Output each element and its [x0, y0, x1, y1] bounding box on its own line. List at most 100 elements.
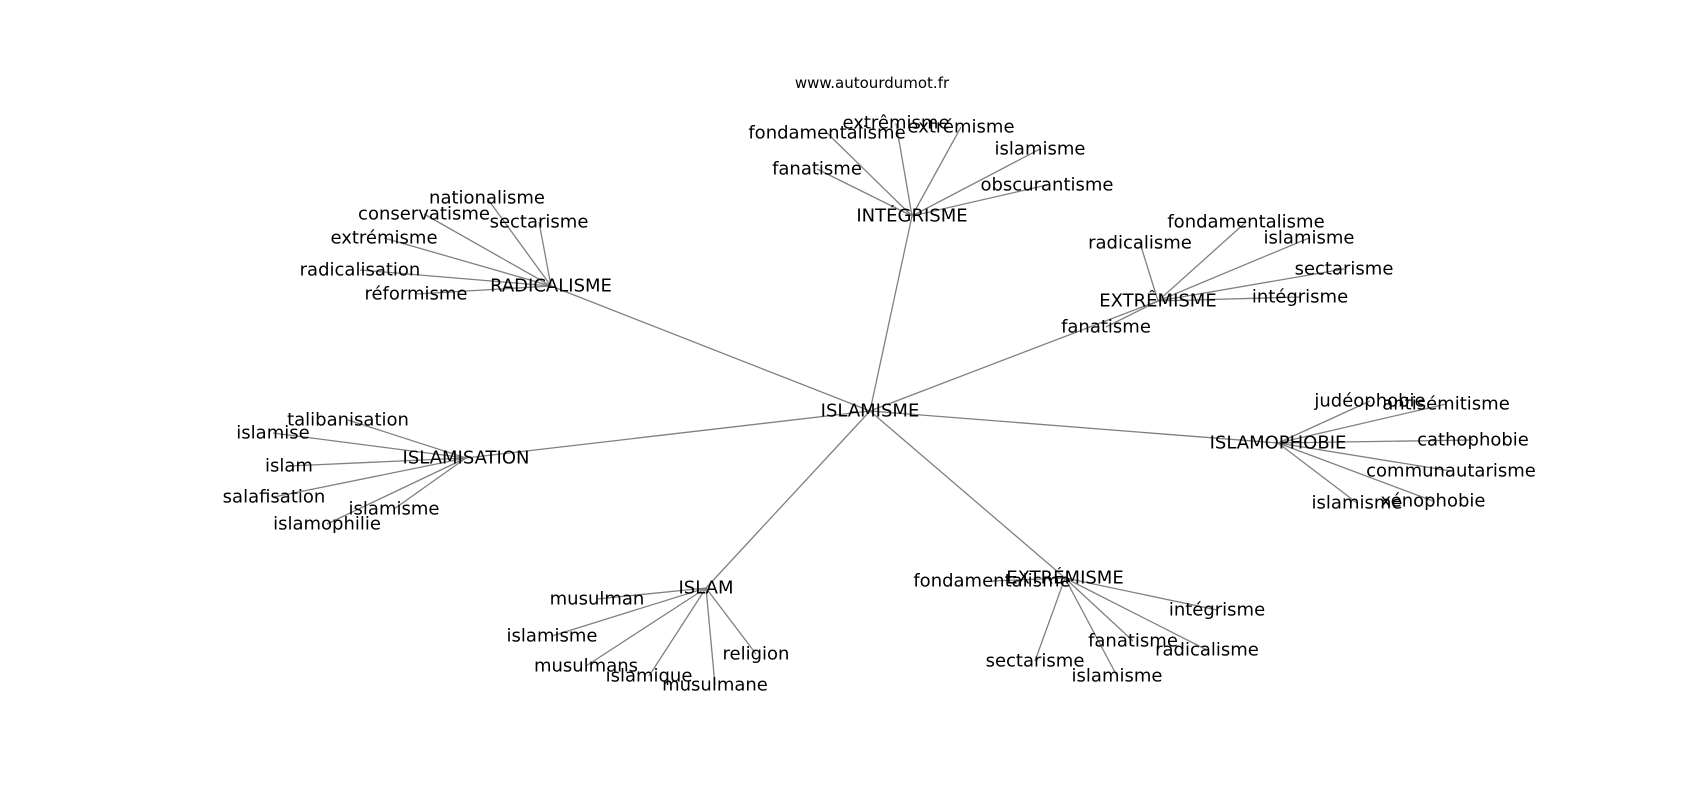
edge-group-to-child [347, 419, 467, 459]
edge-root-to-group [705, 410, 871, 589]
edge-group-to-child [1157, 268, 1345, 302]
node-child[interactable]: religion [723, 644, 790, 665]
edge-root-to-group [869, 215, 913, 412]
edge-group-to-child [326, 457, 467, 525]
edge-group-to-child [273, 457, 467, 498]
edge-group-to-child [585, 587, 707, 667]
edge-group-to-child [705, 587, 757, 655]
node-child[interactable]: islamique [606, 666, 693, 687]
edge-group-to-child [1277, 439, 1474, 444]
node-child[interactable]: fondamentalisme [1167, 212, 1324, 233]
node-child[interactable]: judéophobie [1313, 391, 1425, 412]
node-child[interactable]: islamisme [995, 139, 1086, 160]
node-child[interactable]: communautarisme [1366, 461, 1536, 482]
edges-layer [272, 122, 1474, 686]
node-child[interactable]: islamophilie [273, 514, 381, 535]
node-child[interactable]: islamisme [1312, 493, 1403, 514]
edge-group-to-child [911, 126, 962, 217]
edge-root-to-group [869, 410, 1279, 444]
node-child[interactable]: extrêmisme [842, 113, 949, 134]
edge-group-to-child [551, 587, 707, 637]
edge-group-to-child [359, 269, 552, 287]
node-group[interactable]: ISLAM [678, 578, 733, 599]
node-child[interactable]: fondamentalisme [748, 123, 905, 144]
edge-group-to-child [1064, 577, 1208, 651]
edge-group-to-child [648, 587, 707, 677]
node-child[interactable]: fondamentalisme [913, 571, 1070, 592]
edge-group-to-child [423, 213, 552, 287]
edge-group-to-child [911, 184, 1048, 217]
node-child[interactable]: musulmane [662, 675, 768, 696]
node-group[interactable]: EXTRÊMISME [1099, 290, 1216, 312]
node-child[interactable]: radicalisme [1088, 233, 1192, 254]
edge-group-to-child [383, 237, 552, 287]
edge-group-to-child [816, 168, 913, 217]
node-child[interactable]: radicalisation [300, 260, 421, 281]
edge-group-to-child [415, 285, 552, 295]
node-group[interactable]: ISLAMOPHOBIE [1210, 433, 1347, 454]
node-group[interactable]: INTÉGRISME [856, 205, 967, 227]
edge-group-to-child [1277, 442, 1434, 502]
edge-group-to-child [1034, 577, 1066, 662]
node-group[interactable]: RADICALISME [490, 276, 612, 297]
node-child[interactable]: talibanisation [287, 410, 409, 431]
edge-group-to-child [895, 122, 913, 217]
edge-group-to-child [991, 577, 1066, 582]
edge-group-to-child [1064, 577, 1118, 677]
edge-group-to-child [1157, 296, 1301, 302]
node-child[interactable]: conservatisme [358, 204, 490, 225]
node-child[interactable]: islamisme [1072, 666, 1163, 687]
edge-root-to-group [869, 410, 1066, 579]
node-child[interactable]: extrémisme [330, 228, 437, 249]
edge-group-to-child [288, 457, 467, 467]
node-child[interactable]: xénophobie [1381, 491, 1486, 512]
node-child[interactable]: sectarisme [986, 651, 1085, 672]
node-child[interactable]: cathophobie [1417, 430, 1529, 451]
node-child[interactable]: extrémisme [907, 117, 1014, 138]
node-child[interactable]: fanatisme [1061, 317, 1151, 338]
node-child[interactable]: salafisation [223, 487, 326, 508]
edge-group-to-child [486, 197, 552, 287]
node-child[interactable]: intégrisme [1169, 600, 1265, 621]
node-child[interactable]: musulmans [534, 656, 638, 677]
edge-group-to-child [1277, 442, 1358, 504]
node-child[interactable]: musulman [550, 589, 645, 610]
edge-group-to-child [596, 587, 707, 600]
node-child[interactable]: réformisme [364, 284, 467, 305]
edge-group-to-child [1277, 442, 1452, 472]
node-child[interactable]: intégrisme [1252, 287, 1348, 308]
edge-group-to-child [1105, 300, 1159, 328]
edge-group-to-child [272, 432, 467, 459]
node-child[interactable]: obscurantisme [980, 175, 1113, 196]
node-child[interactable]: antisémitisme [1382, 394, 1510, 415]
node-child[interactable]: radicalisme [1155, 640, 1259, 661]
node-child[interactable]: nationalisme [429, 188, 545, 209]
node-child[interactable]: islam [265, 456, 313, 477]
source-title-text[interactable]: www.autourdumot.fr [795, 74, 950, 92]
edge-group-to-child [393, 457, 467, 510]
edge-group-to-child [1157, 237, 1310, 302]
node-child[interactable]: fanatisme [772, 159, 862, 180]
edge-root-to-group [869, 300, 1159, 412]
node-root[interactable]: ISLAMISME [821, 401, 920, 422]
node-group[interactable]: EXTRÉMISME [1006, 567, 1123, 589]
edge-group-to-child [1277, 403, 1447, 444]
node-child[interactable]: fanatisme [1088, 631, 1178, 652]
edge-group-to-child [1139, 242, 1159, 302]
node-child[interactable]: islamisme [1264, 228, 1355, 249]
edge-root-to-group [550, 285, 871, 412]
node-child[interactable]: islamise [236, 423, 309, 444]
edge-group-to-child [538, 221, 552, 287]
edge-group-to-child [705, 587, 716, 686]
node-child[interactable]: sectarisme [490, 212, 589, 233]
edge-group-to-child [911, 148, 1041, 217]
node-child[interactable]: sectarisme [1295, 259, 1394, 280]
node-child[interactable]: islamisme [507, 626, 598, 647]
edge-root-to-group [465, 410, 871, 459]
edge-group-to-child [1277, 400, 1371, 444]
node-child[interactable]: islamisme [349, 499, 440, 520]
edge-group-to-child [826, 132, 913, 217]
node-group[interactable]: ISLAMISATION [403, 448, 530, 469]
